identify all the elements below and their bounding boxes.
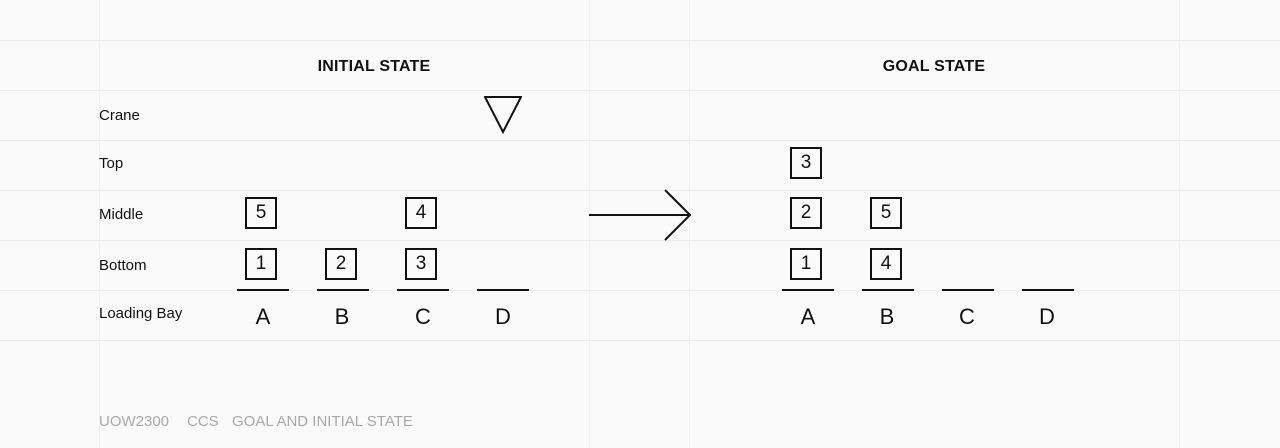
gridline [0, 240, 1280, 241]
row-label-crane: Crane [99, 107, 140, 124]
bay-label-initial-d: D [495, 304, 511, 329]
crate-goal-a-middle: 2 [790, 197, 822, 229]
row-label-middle: Middle [99, 206, 144, 223]
gridline [689, 0, 690, 448]
footer-caption: GOAL AND INITIAL STATE [232, 413, 413, 430]
bay-label-goal-a: A [800, 304, 816, 329]
gridline [0, 90, 1280, 91]
row-label-bottom: Bottom [99, 257, 147, 274]
initial-state-title: INITIAL STATE [317, 58, 431, 75]
bay-floor-goal-d [1022, 289, 1074, 291]
crate-initial-a-bottom: 1 [245, 248, 277, 280]
bay-floor-initial-d [477, 289, 529, 291]
gridline [0, 290, 1280, 291]
bay-label-goal-d: D [1039, 304, 1055, 329]
crane-icon [484, 96, 522, 134]
bay-floor-goal-c [942, 289, 994, 291]
gridline [0, 340, 1280, 341]
crate-initial-c-middle: 4 [405, 197, 437, 229]
footer-unit: CCS [187, 413, 219, 430]
bay-label-goal-b: B [879, 304, 895, 329]
crate-goal-b-middle: 5 [870, 197, 902, 229]
crate-initial-c-bottom: 3 [405, 248, 437, 280]
gridline [0, 40, 1280, 41]
crate-goal-a-top: 3 [790, 147, 822, 179]
bay-label-initial-c: C [415, 304, 431, 329]
footer-code: UOW2300 [99, 413, 170, 430]
gridline [0, 190, 1280, 191]
bay-label-goal-c: C [959, 304, 975, 329]
transition-arrow-icon [589, 189, 692, 241]
row-label-loading-bay: Loading Bay [99, 305, 183, 322]
bay-label-initial-b: B [334, 304, 350, 329]
row-label-top: Top [99, 155, 124, 172]
bay-floor-initial-b [317, 289, 369, 291]
gridline [0, 140, 1280, 141]
crate-initial-b-bottom: 2 [325, 248, 357, 280]
bay-floor-initial-c [397, 289, 449, 291]
gridline [1179, 0, 1180, 448]
bay-label-initial-a: A [255, 304, 271, 329]
crate-goal-b-bottom: 4 [870, 248, 902, 280]
gridline [589, 0, 590, 448]
goal-state-title: GOAL STATE [882, 58, 986, 75]
bay-floor-initial-a [237, 289, 289, 291]
gridline [99, 0, 100, 448]
bay-floor-goal-b [862, 289, 914, 291]
bay-floor-goal-a [782, 289, 834, 291]
crate-initial-a-middle: 5 [245, 197, 277, 229]
crate-goal-a-bottom: 1 [790, 248, 822, 280]
